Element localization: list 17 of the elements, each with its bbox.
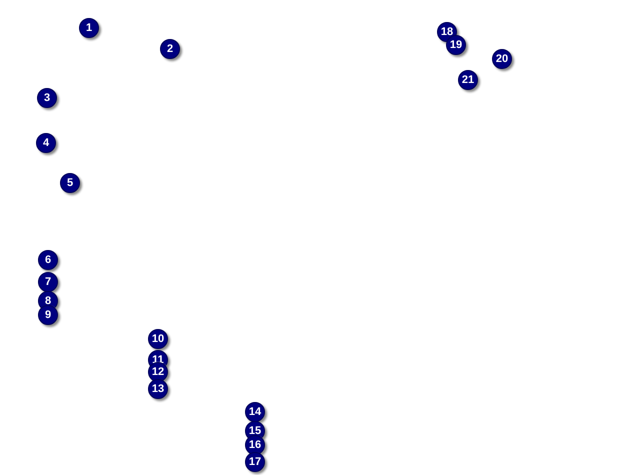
callout-number: 14 [245,402,265,422]
callout-number: 10 [148,329,168,349]
callout-number: 6 [38,250,58,270]
callout-number: 17 [245,452,265,472]
callout-number: 3 [37,88,57,108]
callout-number: 13 [148,379,168,399]
callout-number: 16 [245,435,265,455]
callout-number: 12 [148,362,168,382]
callout-number: 1 [79,18,99,38]
callout-number: 5 [60,173,80,193]
callout-number: 2 [160,39,180,59]
callout-number: 7 [38,272,58,292]
callout-number: 20 [492,49,512,69]
callout-number: 19 [446,35,466,55]
callout-number: 21 [458,70,478,90]
callout-number: 9 [38,305,58,325]
callout-number: 4 [36,133,56,153]
